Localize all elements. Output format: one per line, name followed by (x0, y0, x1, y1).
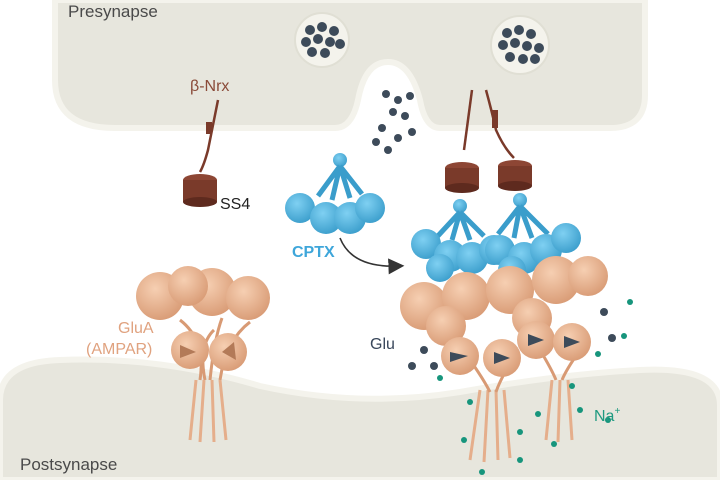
ampa-receptor-icon (400, 256, 608, 463)
synaptic-vesicle-icon (490, 15, 550, 75)
glu-label: Glu (370, 336, 395, 353)
ss4-label: SS4 (220, 196, 251, 213)
cptx-molecule-icon (285, 153, 385, 234)
cptx-label: CPTX (292, 244, 335, 261)
sodium-symbol: Na (594, 408, 615, 425)
glutamate-dot-icon (408, 308, 616, 370)
sodium-ion-icon (437, 299, 633, 475)
postsynaptic-membrane (0, 356, 720, 480)
postsynapse-label: Postsynapse (20, 455, 118, 474)
ampa-receptor-icon (136, 266, 270, 443)
neurexin-icon (183, 99, 220, 207)
neurexin-icon (445, 89, 532, 193)
curved-arrow-icon (339, 237, 405, 275)
glua-label: GluA (118, 320, 154, 337)
sodium-label: Na+ (594, 406, 621, 426)
glutamate-dot-icon (372, 90, 416, 154)
synaptic-vesicle-icon (294, 12, 350, 68)
ampar-label: (AMPAR) (86, 341, 153, 358)
sodium-charge: + (614, 406, 621, 417)
beta-nrx-label: β-Nrx (190, 78, 230, 95)
presynapse-label: Presynapse (68, 2, 158, 21)
